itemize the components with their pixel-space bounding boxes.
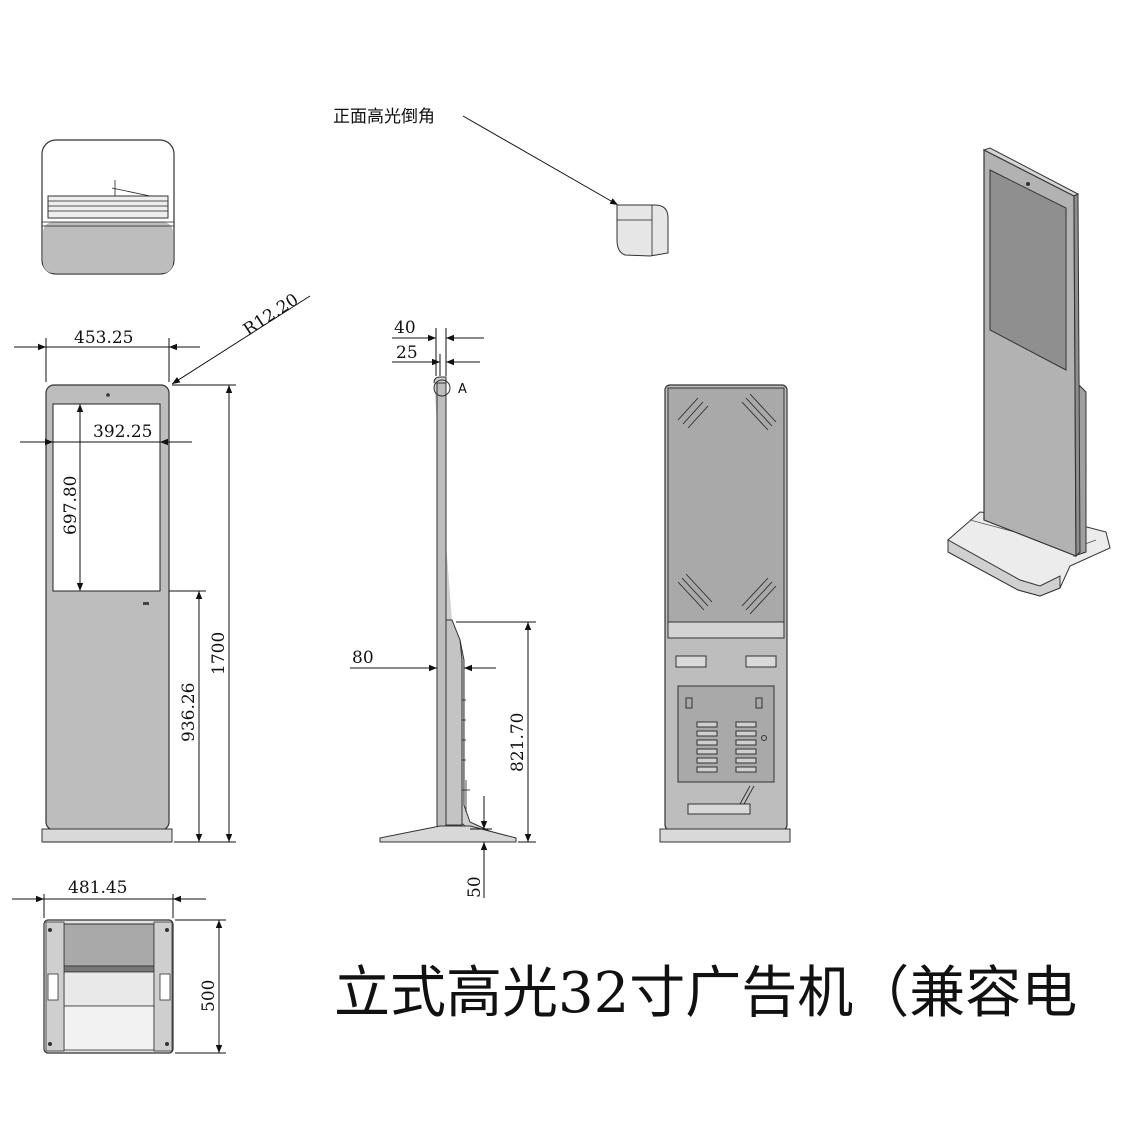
isometric-view xyxy=(947,147,1111,597)
total-height-label: 1700 xyxy=(209,632,229,675)
lower-thickness-label: 80 xyxy=(352,648,374,668)
chamfer-note: 正面高光倒角 xyxy=(333,107,669,257)
corner-radius-label: R12.20 xyxy=(240,290,302,340)
mid-thickness-label: 25 xyxy=(396,343,418,363)
screen-height-label: 697.80 xyxy=(61,476,81,535)
front-width-label: 453.25 xyxy=(74,328,133,348)
chamfer-note-label: 正面高光倒角 xyxy=(333,107,435,127)
detail-a-label: A xyxy=(458,382,467,397)
base-height-label: 50 xyxy=(465,876,485,898)
screen-width-label: 392.25 xyxy=(93,422,152,442)
back-view xyxy=(659,384,791,843)
top-view xyxy=(43,919,174,1054)
side-lower-height-label: 821.70 xyxy=(508,713,528,772)
top-dimensions: 481.45 500 xyxy=(12,878,226,1054)
lower-height-label: 936.26 xyxy=(179,683,199,742)
top-thickness-label: 40 xyxy=(394,318,416,338)
top-detail-view xyxy=(41,139,175,275)
side-view: A xyxy=(379,376,517,843)
front-view xyxy=(41,384,173,843)
drawing-title: 立式高光32寸广告机（兼容电 xyxy=(334,961,1077,1026)
top-width-label: 481.45 xyxy=(68,878,127,898)
vent-grille-right xyxy=(735,721,757,773)
front-screen xyxy=(52,403,161,592)
vent-grille-left xyxy=(696,721,718,773)
top-depth-label: 500 xyxy=(199,980,219,1012)
back-hatching xyxy=(677,393,777,615)
side-dimensions: 40 25 80 821.70 50 xyxy=(350,318,536,898)
